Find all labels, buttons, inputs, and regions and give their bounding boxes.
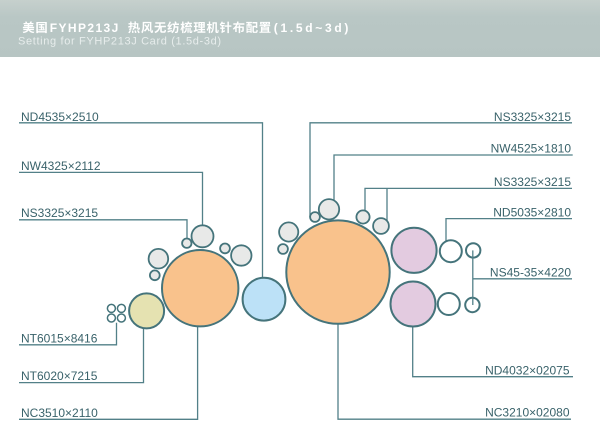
svg-text:ND5035×2810: ND5035×2810	[493, 205, 571, 219]
svg-text:NC3210×02080: NC3210×02080	[485, 405, 570, 419]
svg-text:NS3325×3215: NS3325×3215	[21, 206, 98, 220]
svg-text:FYHP213J: FYHP213J	[50, 21, 120, 35]
svg-text:ND4032×02075: ND4032×02075	[485, 363, 570, 377]
svg-text:NT6015×8416: NT6015×8416	[21, 331, 98, 345]
svg-text:ND4535×2510: ND4535×2510	[21, 110, 99, 124]
svg-text:NC3510×2110: NC3510×2110	[21, 406, 98, 420]
svg-text:NW4525×1810: NW4525×1810	[491, 142, 572, 156]
svg-text:NS45-35×4220: NS45-35×4220	[490, 266, 571, 280]
svg-text:NS3325×3215: NS3325×3215	[494, 175, 571, 189]
svg-text:(1.5d~3d): (1.5d~3d)	[274, 21, 351, 35]
svg-text:Setting for FYHP213J Card (1.5: Setting for FYHP213J Card (1.5d-3d)	[18, 36, 222, 48]
svg-text:NS3325×3215: NS3325×3215	[494, 110, 571, 124]
svg-text:NT6020×7215: NT6020×7215	[21, 369, 98, 383]
svg-text:NW4325×2112: NW4325×2112	[21, 159, 101, 173]
